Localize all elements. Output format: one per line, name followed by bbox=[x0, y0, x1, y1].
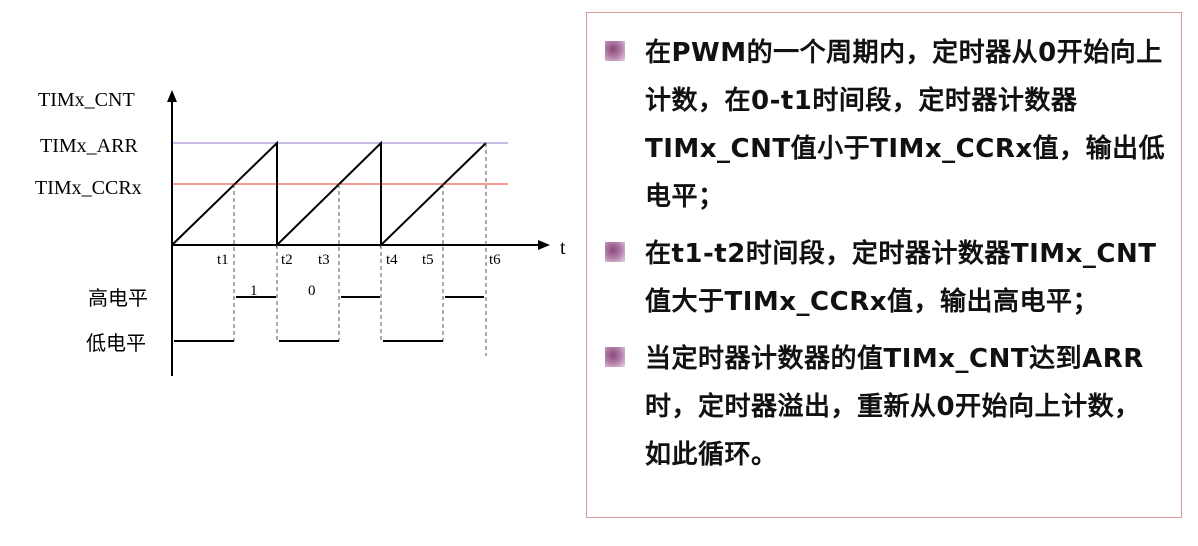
bullet-text: 在PWM的一个周期内，定时器从0开始向上计数，在0-t1时间段，定时器计数器TI… bbox=[645, 38, 1166, 212]
x-axis-arrow-icon bbox=[538, 240, 550, 250]
pwm-output bbox=[174, 296, 484, 342]
y-axis-arrow-icon bbox=[167, 90, 177, 102]
low-level-label: 低电平 bbox=[86, 332, 146, 355]
dashed-guides bbox=[233, 143, 487, 356]
pwm-timing-diagram: TIMx_CNT TIMx_ARR TIMx_CCRx t t1 t2 t3 t… bbox=[35, 89, 566, 376]
bullet-item: 在t1-t2时间段，定时器计数器TIMx_CNT值大于TIMx_CCRx值，输出… bbox=[599, 230, 1167, 326]
bullet-square-icon bbox=[605, 41, 625, 61]
bullet-item: 当定时器计数器的值TIMx_CNT达到ARR时，定时器溢出，重新从0开始向上计数… bbox=[599, 335, 1167, 479]
time-mark-t5: t5 bbox=[422, 252, 434, 268]
bullet-item: 在PWM的一个周期内，定时器从0开始向上计数，在0-t1时间段，定时器计数器TI… bbox=[599, 29, 1167, 221]
bullet-square-icon bbox=[605, 242, 625, 262]
time-mark-t4: t4 bbox=[386, 252, 398, 268]
bullet-text: 在t1-t2时间段，定时器计数器TIMx_CNT值大于TIMx_CCRx值，输出… bbox=[645, 239, 1157, 317]
high-level-label: 高电平 bbox=[88, 287, 148, 310]
explanation-panel: 在PWM的一个周期内，定时器从0开始向上计数，在0-t1时间段，定时器计数器TI… bbox=[586, 12, 1182, 518]
y-axis-label: TIMx_CNT bbox=[38, 89, 135, 111]
time-mark-t6: t6 bbox=[489, 252, 501, 268]
bullet-square-icon bbox=[605, 347, 625, 367]
time-mark-t1: t1 bbox=[217, 252, 229, 268]
x-axis-label: t bbox=[560, 237, 566, 259]
value-one: 1 bbox=[250, 283, 258, 299]
counter-sawtooth bbox=[171, 140, 487, 248]
bullet-text: 当定时器计数器的值TIMx_CNT达到ARR时，定时器溢出，重新从0开始向上计数… bbox=[645, 344, 1144, 470]
time-mark-t3: t3 bbox=[318, 252, 330, 268]
time-mark-t2: t2 bbox=[281, 252, 293, 268]
ccr-label: TIMx_CCRx bbox=[35, 177, 142, 199]
arr-label: TIMx_ARR bbox=[40, 135, 138, 157]
value-zero: 0 bbox=[308, 283, 316, 299]
